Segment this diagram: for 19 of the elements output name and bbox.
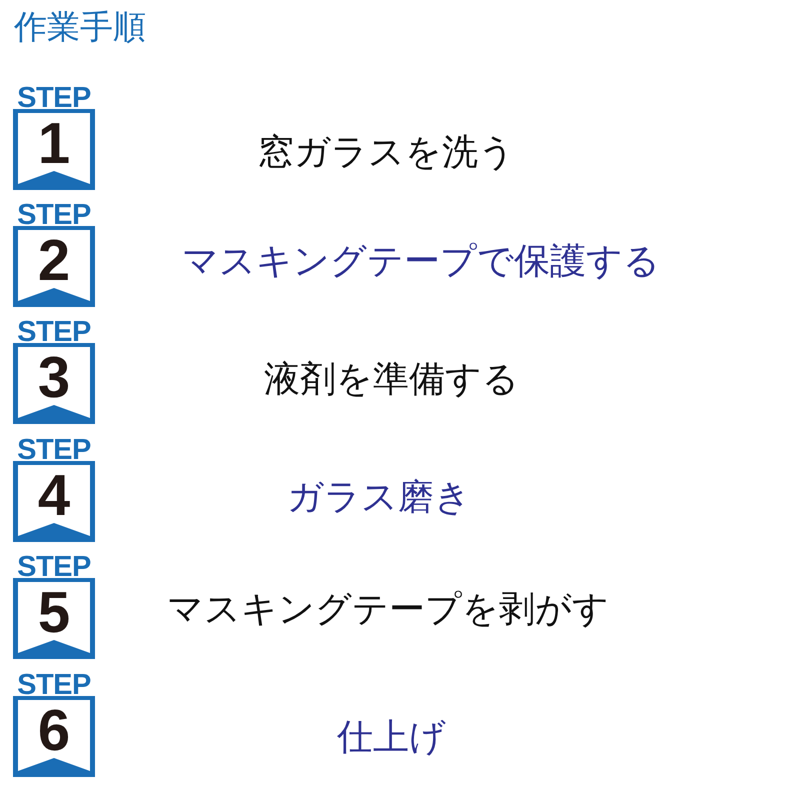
step-label: STEP (16, 319, 92, 345)
step-label: STEP (16, 437, 92, 463)
step-number: 6 (36, 707, 72, 755)
step-description: マスキングテープで保護する (182, 240, 660, 284)
step-label: STEP (16, 672, 92, 698)
step-number: 1 (36, 120, 72, 168)
step-number: 4 (36, 472, 72, 520)
step-number: 5 (36, 589, 72, 637)
step-description: マスキングテープを剥がす (167, 588, 609, 632)
step-number: 2 (36, 237, 72, 285)
step-label: STEP (16, 202, 92, 228)
page-title: 作業手順 (14, 8, 146, 46)
step-description: 窓ガラスを洗う (258, 131, 515, 175)
step-description: 仕上げ (337, 716, 446, 760)
step-description: 液剤を準備する (264, 358, 519, 402)
step-label: STEP (16, 85, 92, 111)
step-number: 3 (36, 354, 72, 402)
step-label: STEP (16, 554, 92, 580)
step-description: ガラス磨き (287, 476, 471, 520)
